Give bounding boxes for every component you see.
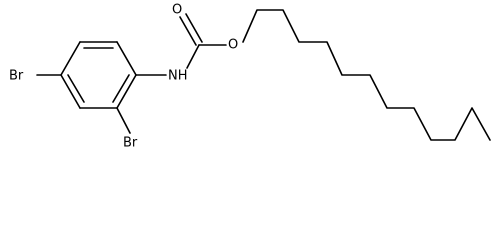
nonyl-chain xyxy=(242,9,491,141)
ring-bond-6 xyxy=(60,41,81,76)
ring-bond-3 xyxy=(116,74,137,109)
bond-c2-br xyxy=(116,107,131,134)
ring-bond-3-inner xyxy=(112,74,130,103)
bond-c-o-double-b xyxy=(185,13,203,43)
ring-bond-5 xyxy=(60,74,81,109)
atom-br-para: Br xyxy=(9,69,24,84)
molecule-canvas: O O NH Br Br xyxy=(9,3,491,151)
atom-nh: NH xyxy=(168,69,188,84)
atom-o-carbonyl: O xyxy=(172,3,182,18)
bond-n-c xyxy=(186,44,200,69)
atom-br-ortho: Br xyxy=(123,136,138,151)
benzene-ring xyxy=(60,41,137,109)
ring-bond-2 xyxy=(116,41,137,76)
atom-o-ester: O xyxy=(228,38,238,53)
structure-diagram: O O NH Br Br xyxy=(9,3,491,151)
bond-c-o-double-a xyxy=(179,16,197,46)
ring-bond-5-inner xyxy=(67,74,85,103)
